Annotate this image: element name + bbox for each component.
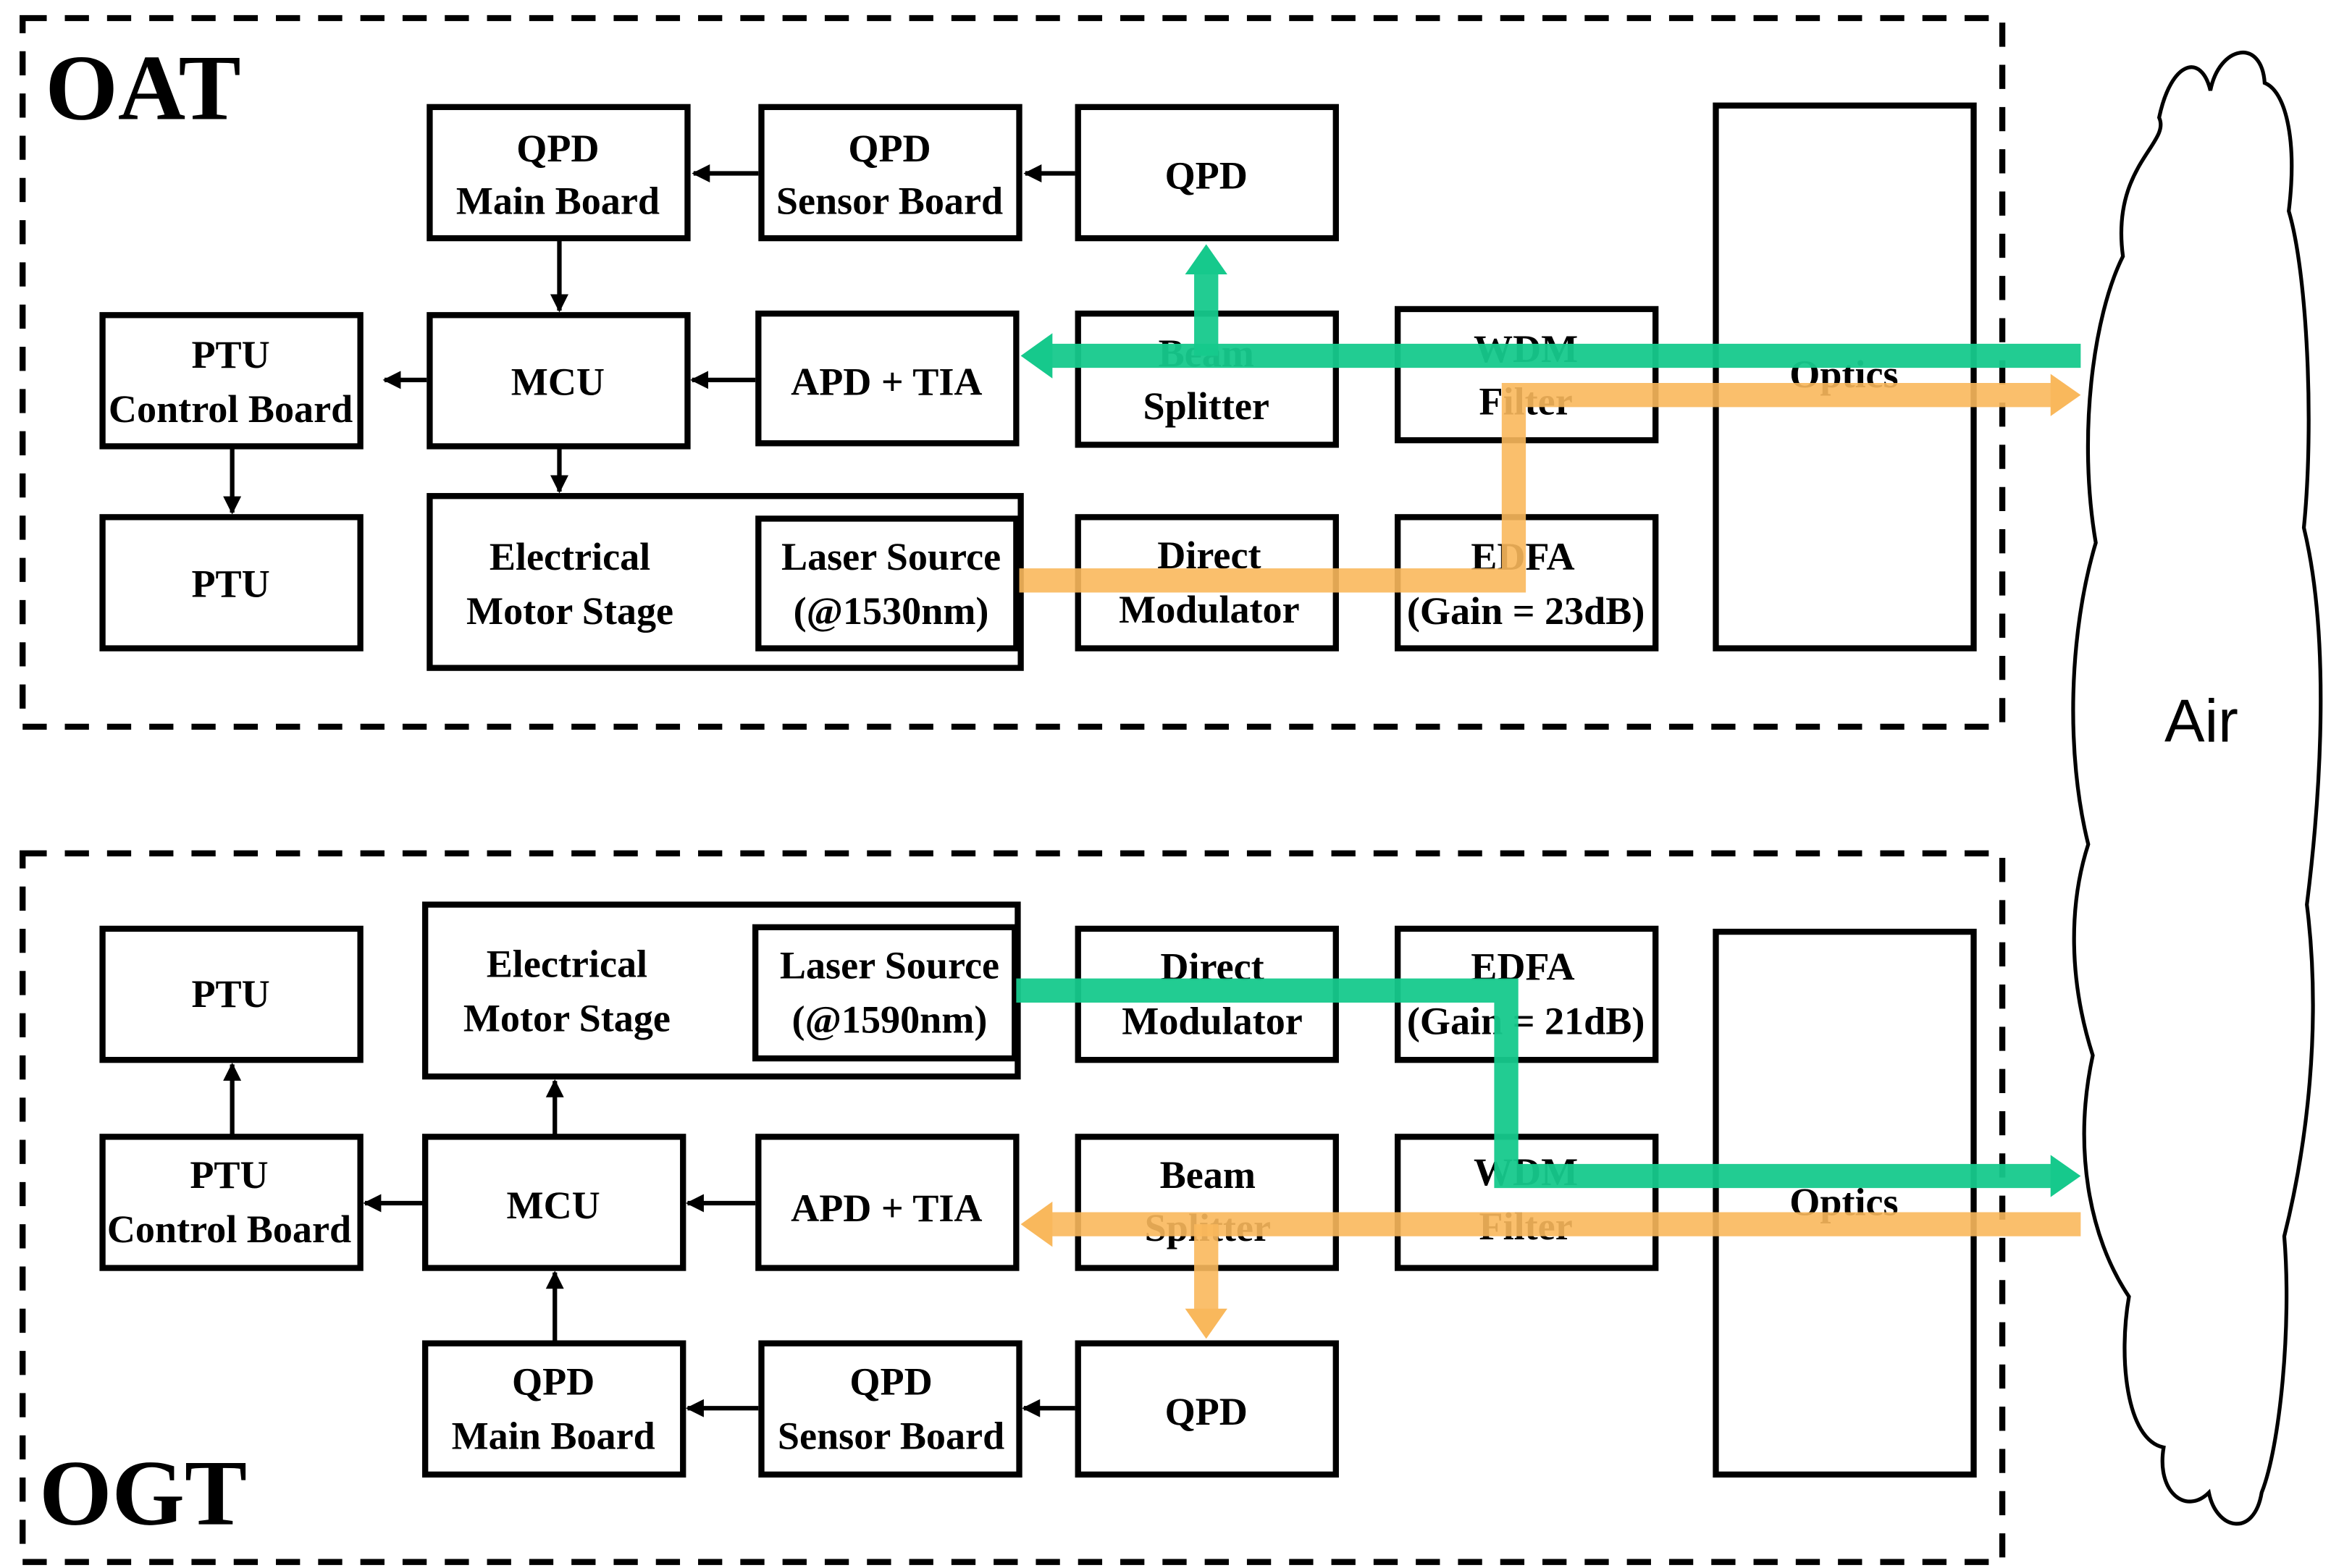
oat-qpd-sensor-board-line1: QPD — [848, 127, 931, 170]
ogt-beam-splitter-line1: Beam — [1160, 1153, 1256, 1197]
ogt-edfa: EDFA (Gain = 21dB) — [1394, 925, 1659, 1063]
ogt-qpd-main-board: QPD Main Board — [422, 1340, 686, 1478]
oat-laser-source-line2: (@1530nm) — [794, 589, 989, 633]
ogt-ptu-label: PTU — [191, 972, 269, 1016]
ogt-ptu-control-board-line1: PTU — [190, 1153, 268, 1197]
ogt-motor-stage: Electrical Motor Stage — [422, 901, 1021, 1080]
ogt-laser-source: Laser Source (@1590nm) — [752, 924, 1018, 1062]
oat-qpd-main-board-line1: QPD — [516, 127, 599, 170]
ogt-beam-1590 — [1016, 978, 2081, 1197]
oat-qpd-label: QPD — [1165, 153, 1248, 197]
oat-motor-stage: Electrical Motor Stage — [427, 493, 1024, 671]
oat-frame — [20, 14, 2006, 730]
oat-beam-1590 — [1020, 244, 2081, 379]
ogt-motor-stage-line1: Electrical — [487, 943, 647, 986]
air-label: Air — [2164, 688, 2238, 755]
ogt-mcu-label: MCU — [507, 1184, 600, 1227]
ogt-mcu: MCU — [422, 1134, 686, 1271]
ogt-laser-source-line1: Laser Source — [780, 944, 999, 987]
oat-wdm-filter: WDM Filter — [1394, 305, 1659, 444]
oat-ptu: PTU — [99, 514, 364, 652]
oat-motor-stage-line1: Electrical — [490, 535, 650, 578]
oat-beam-1530 — [1019, 374, 2081, 593]
oat-optics: Optics — [1713, 102, 1977, 652]
ogt-qpd-sensor-board: QPD Sensor Board — [758, 1340, 1022, 1478]
oat-ptu-control-board-line2: Control Board — [109, 387, 353, 431]
oat-qpd-main-board-line2: Main Board — [456, 180, 660, 223]
air-cloud — [2071, 51, 2323, 1526]
oat-ptu-label: PTU — [191, 562, 269, 606]
ogt-ptu: PTU — [99, 925, 364, 1063]
ogt-qpd-label: QPD — [1165, 1390, 1248, 1433]
ogt-laser-source-line2: (@1590nm) — [792, 998, 988, 1042]
ogt-qpd-sensor-board-line1: QPD — [849, 1360, 932, 1403]
oat-laser-source-line1: Laser Source — [781, 535, 1001, 578]
oat-motor-stage-line2: Motor Stage — [466, 589, 673, 633]
oat-qpd: QPD — [1075, 104, 1339, 242]
ogt-direct-modulator-line2: Modulator — [1122, 1000, 1303, 1043]
ogt-ptu-control-board-line2: Control Board — [107, 1207, 351, 1251]
oat-ptu-control-board-line1: PTU — [191, 333, 269, 376]
oat-qpd-main-board: QPD Main Board — [427, 104, 691, 242]
ogt-beam-1530 — [1020, 1201, 2081, 1339]
ogt-motor-stage-line2: Motor Stage — [463, 997, 671, 1040]
oat-qpd-sensor-board-line2: Sensor Board — [776, 180, 1003, 223]
ogt-qpd-main-board-line2: Main Board — [452, 1414, 655, 1457]
ogt-qpd-sensor-board-line2: Sensor Board — [778, 1414, 1004, 1457]
oat-edfa-line2: (Gain = 23dB) — [1407, 589, 1645, 633]
ogt-title: OGT — [39, 1441, 247, 1545]
oat-title: OAT — [45, 36, 240, 140]
oat-apd-tia-label: APD + TIA — [791, 361, 982, 404]
oat-apd-tia: APD + TIA — [755, 311, 1020, 447]
ogt-apd-tia: APD + TIA — [755, 1134, 1020, 1271]
ogt-qpd-main-board-line1: QPD — [512, 1360, 595, 1403]
oat-mcu-label: MCU — [511, 361, 605, 404]
ogt-frame — [20, 850, 2006, 1565]
ogt-ptu-control-board: PTU Control Board — [99, 1134, 364, 1271]
oat-ptu-control-board: PTU Control Board — [99, 312, 364, 450]
ogt-qpd: QPD — [1075, 1340, 1339, 1478]
ogt-wdm-filter: WDM Filter — [1394, 1134, 1659, 1271]
ogt-edfa-line2: (Gain = 21dB) — [1407, 1000, 1645, 1043]
oat-laser-source: Laser Source (@1530nm) — [755, 515, 1020, 652]
oat-qpd-sensor-board: QPD Sensor Board — [758, 104, 1022, 242]
oat-direct-modulator-line2: Modulator — [1119, 588, 1300, 631]
ogt-apd-tia-label: APD + TIA — [791, 1186, 982, 1230]
oat-mcu: MCU — [427, 312, 691, 450]
oat-beam-splitter-line2: Splitter — [1143, 384, 1269, 428]
ogt-optics: Optics — [1713, 928, 1977, 1478]
